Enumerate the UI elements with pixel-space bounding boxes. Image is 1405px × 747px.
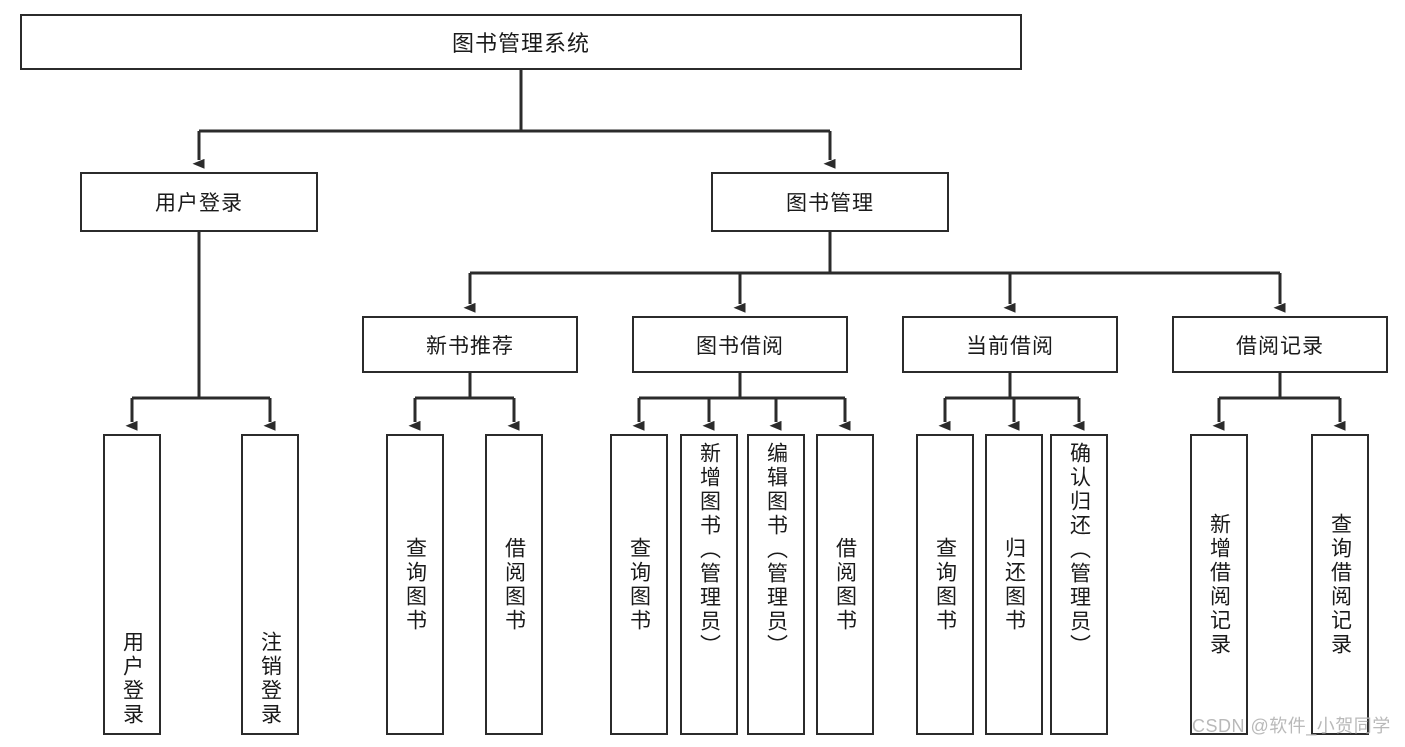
node-label: 借阅图书 [502, 536, 526, 633]
node-label: 图书管理 [786, 192, 874, 215]
leaf-query-book-borrow[interactable]: 查询图书 [610, 434, 668, 735]
node-label: 编辑图书（管理员） [764, 442, 788, 658]
node-label: 查询图书 [627, 536, 651, 633]
leaf-query-book-newbook[interactable]: 查询图书 [386, 434, 444, 735]
node-label: 借阅图书 [833, 536, 857, 633]
node-root-system[interactable]: 图书管理系统 [20, 14, 1022, 70]
leaf-confirm-return-admin[interactable]: 确认归还（管理员） [1050, 434, 1108, 735]
node-user-login[interactable]: 用户登录 [80, 172, 318, 232]
node-label: 当前借阅 [966, 334, 1054, 358]
leaf-borrow-book[interactable]: 借阅图书 [816, 434, 874, 735]
node-label: 图书借阅 [696, 334, 784, 358]
node-label: 图书管理系统 [451, 31, 590, 56]
node-book-borrow[interactable]: 图书借阅 [632, 316, 848, 373]
leaf-add-borrow-record[interactable]: 新增借阅记录 [1190, 434, 1248, 735]
watermark-text: CSDN @软件_小贺同学 [1192, 716, 1391, 736]
node-borrow-records[interactable]: 借阅记录 [1172, 316, 1388, 373]
node-label: 确认归还（管理员） [1067, 442, 1091, 658]
node-current-borrow[interactable]: 当前借阅 [902, 316, 1118, 373]
leaf-logout[interactable]: 注销登录 [241, 434, 299, 735]
leaf-query-borrow-record[interactable]: 查询借阅记录 [1311, 434, 1369, 735]
node-label: 查询借阅记录 [1328, 512, 1352, 657]
leaf-edit-book-admin[interactable]: 编辑图书（管理员） [747, 434, 805, 735]
node-label: 新增图书（管理员） [697, 442, 721, 658]
leaf-add-book-admin[interactable]: 新增图书（管理员） [680, 434, 738, 735]
node-label: 注销登录 [258, 631, 282, 727]
node-label: 查询图书 [403, 536, 427, 633]
leaf-return-book[interactable]: 归还图书 [985, 434, 1043, 735]
node-new-book-recommend[interactable]: 新书推荐 [362, 316, 578, 373]
node-label: 用户登录 [120, 631, 144, 727]
node-label: 查询图书 [933, 536, 957, 633]
leaf-query-book-current[interactable]: 查询图书 [916, 434, 974, 735]
node-label: 归还图书 [1002, 536, 1026, 633]
leaf-user-login[interactable]: 用户登录 [103, 434, 161, 735]
node-label: 借阅记录 [1236, 334, 1324, 358]
node-label: 新书推荐 [426, 334, 514, 358]
node-book-management[interactable]: 图书管理 [711, 172, 949, 232]
node-label: 用户登录 [155, 192, 243, 215]
node-label: 新增借阅记录 [1207, 512, 1231, 657]
leaf-borrow-book-newbook[interactable]: 借阅图书 [485, 434, 543, 735]
